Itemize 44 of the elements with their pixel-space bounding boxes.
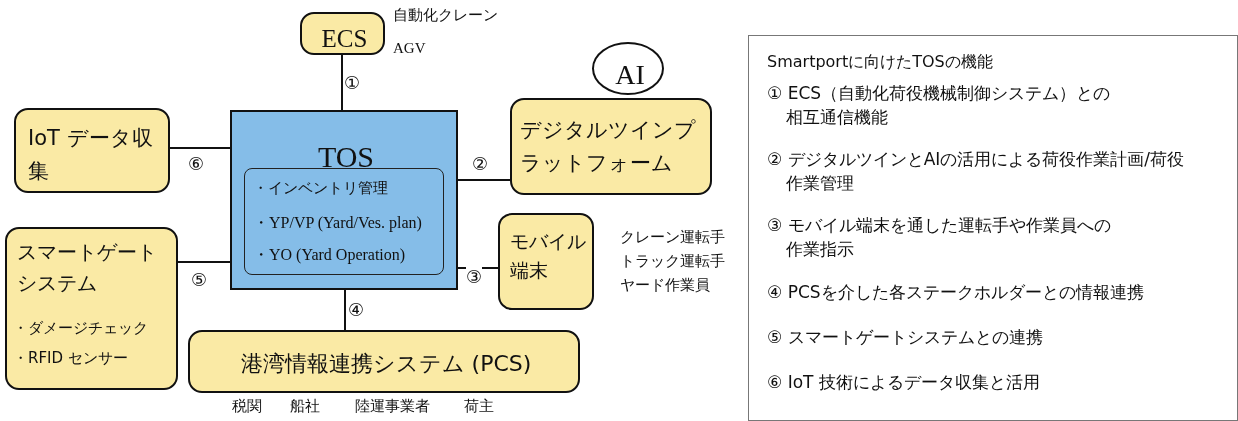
box-title: ECS xyxy=(320,24,369,54)
list-item: ・RFID センサー xyxy=(13,348,128,369)
info-panel xyxy=(748,35,1238,421)
function-list-box xyxy=(244,168,444,275)
side-note: 自動化クレーン xyxy=(393,6,498,25)
side-note: 船社 xyxy=(290,397,320,416)
box-title: AI xyxy=(614,58,646,92)
connector-line xyxy=(177,261,231,263)
box-title: 港湾情報連携システム (PCS) xyxy=(239,350,533,378)
list-item: ⑤ スマートゲートシステムとの連携 xyxy=(767,326,1044,349)
side-note: トラック運転手 xyxy=(620,252,725,271)
system-box xyxy=(14,108,170,193)
list-item: ① ECS（自動化荷役機械制御システム）との相互通信機能 xyxy=(767,82,1112,129)
side-note: ヤード作業員 xyxy=(620,276,710,295)
box-title: スマートゲートシステム xyxy=(17,239,158,297)
system-box xyxy=(510,98,712,195)
list-item: ③ モバイル端末を通した運転手や作業員への作業指示 xyxy=(767,214,1112,261)
connector-line xyxy=(169,147,231,149)
side-note: 陸運事業者 xyxy=(355,397,430,416)
box-title: モバイル端末 xyxy=(510,229,587,284)
system-box xyxy=(188,330,580,393)
box-title: IoT データ収集 xyxy=(28,125,154,185)
connector-line xyxy=(344,289,346,331)
box-title: デジタルツインプラットフォーム xyxy=(520,117,697,177)
connector-line xyxy=(341,54,343,111)
system-box xyxy=(498,213,594,310)
connector-line xyxy=(457,267,499,269)
list-item: ⑥ IoT 技術によるデータ収集と活用 xyxy=(767,371,1041,394)
list-item: ② デジタルツインとAIの活用による荷役作業計画/荷役作業管理 xyxy=(767,148,1185,195)
list-item: ・YP/VP (Yard/Ves. plan) xyxy=(253,213,422,234)
system-box xyxy=(230,110,458,290)
connector-line xyxy=(457,179,511,181)
panel-title: Smartportに向けたTOSの機能 xyxy=(767,51,993,73)
list-item: ・YO (Yard Operation) xyxy=(253,245,406,266)
side-note: クレーン運転手 xyxy=(620,228,725,247)
system-box xyxy=(5,227,178,390)
box-title: TOS xyxy=(316,139,376,175)
system-box xyxy=(300,12,385,55)
list-item: ・ダメージチェック xyxy=(13,318,148,339)
side-note: AGV xyxy=(393,40,426,57)
list-item: ④ PCSを介した各ステークホルダーとの情報連携 xyxy=(767,281,1145,304)
side-note: 荷主 xyxy=(464,397,494,416)
side-note: 税関 xyxy=(232,397,262,416)
list-item: ・インベントリ管理 xyxy=(253,178,388,199)
